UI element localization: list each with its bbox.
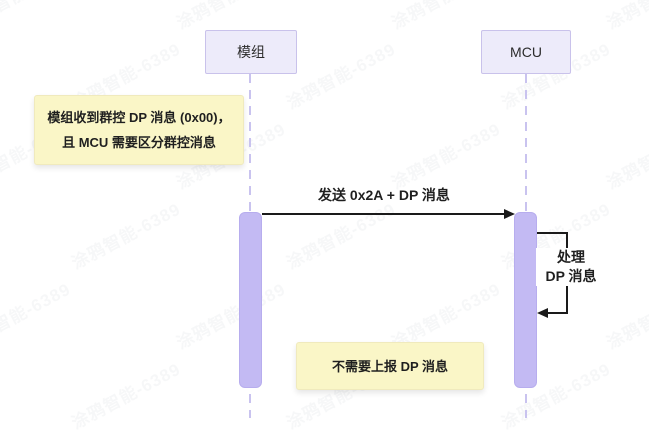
watermark-text: 涂鸦智能-6389: [603, 279, 649, 353]
watermark-text: 涂鸦智能-6389: [283, 199, 399, 273]
arrowhead-left-icon: [537, 308, 548, 318]
message-send-0x2a-label: 发送 0x2A + DP 消息: [318, 187, 450, 203]
participant-mcu-label: MCU: [510, 44, 542, 60]
watermark-text: 涂鸦智能-6389: [388, 119, 504, 193]
note-no-dp-report-text: 不需要上报 DP 消息: [331, 358, 449, 374]
participant-module-label: 模组: [237, 44, 265, 60]
participant-mcu: MCU: [481, 30, 571, 74]
self-message-loop-top: [537, 232, 568, 234]
activation-bar-mcu: [514, 212, 537, 388]
self-message-process-dp-label: 处理 DP 消息: [536, 248, 606, 286]
watermark-text: 涂鸦智能-6389: [68, 199, 184, 273]
watermark-text: 涂鸦智能-6389: [601, 0, 649, 34]
note-no-dp-report: 不需要上报 DP 消息: [296, 342, 484, 390]
participant-module: 模组: [205, 30, 297, 74]
watermark-text: 涂鸦智能-6389: [603, 119, 649, 193]
note-group-control-line1: 模组收到群控 DP 消息 (0x00)，: [47, 110, 231, 125]
self-message-label-line2: DP 消息: [545, 268, 597, 284]
note-group-control-condition: 模组收到群控 DP 消息 (0x00)， 且 MCU 需要区分群控消息: [34, 95, 244, 165]
watermark-text: 涂鸦智能-6389: [171, 0, 289, 34]
watermark-text: 涂鸦智能-6389: [0, 0, 74, 34]
watermark-text: 涂鸦智能-6389: [283, 39, 399, 113]
watermark-text: 涂鸦智能-6389: [0, 279, 74, 353]
note-group-control-line2: 且 MCU 需要区分群控消息: [62, 135, 216, 150]
watermark-text: 涂鸦智能-6389: [68, 359, 184, 430]
self-message-loop-bottom: [547, 312, 568, 314]
watermark-text: 涂鸦智能-6389: [173, 279, 289, 353]
self-message-label-line1: 处理: [557, 249, 585, 265]
message-send-0x2a-arrow: [262, 213, 504, 215]
activation-bar-module: [239, 212, 262, 388]
watermark-text: 涂鸦智能-6389: [386, 0, 504, 34]
arrowhead-right-icon: [504, 209, 515, 219]
